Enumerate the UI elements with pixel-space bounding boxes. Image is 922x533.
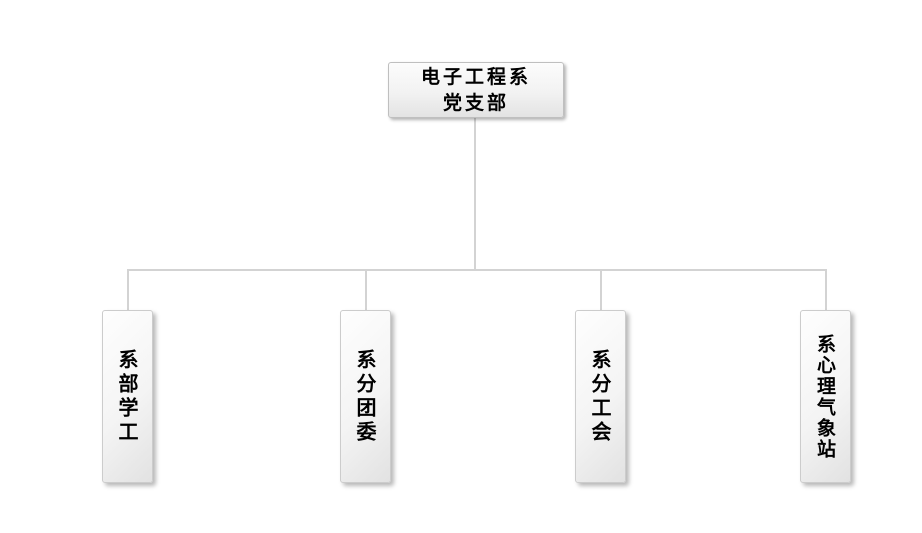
connector-drop-3 bbox=[600, 270, 602, 310]
connector-rail bbox=[127, 269, 827, 271]
org-node-youth-league-committee-label: 系分团委 bbox=[353, 348, 377, 445]
connector-drop-2 bbox=[365, 270, 367, 310]
connector-drop-4 bbox=[825, 270, 827, 310]
org-node-dept-student-work[interactable]: 系部学工 bbox=[102, 310, 153, 483]
connector-stem bbox=[474, 117, 476, 270]
org-node-party-branch-label: 电子工程系 党支部 bbox=[420, 66, 531, 114]
org-node-dept-student-work-label: 系部学工 bbox=[115, 348, 139, 445]
org-node-psych-weather-station[interactable]: 系心理气象站 bbox=[800, 310, 851, 483]
org-node-psych-weather-station-label: 系心理气象站 bbox=[814, 333, 836, 460]
org-node-party-branch[interactable]: 电子工程系 党支部 bbox=[388, 62, 564, 118]
connector-drop-1 bbox=[127, 270, 129, 310]
org-node-youth-league-committee[interactable]: 系分团委 bbox=[340, 310, 391, 483]
org-node-labor-union[interactable]: 系分工会 bbox=[575, 310, 626, 483]
org-node-labor-union-label: 系分工会 bbox=[588, 348, 612, 445]
